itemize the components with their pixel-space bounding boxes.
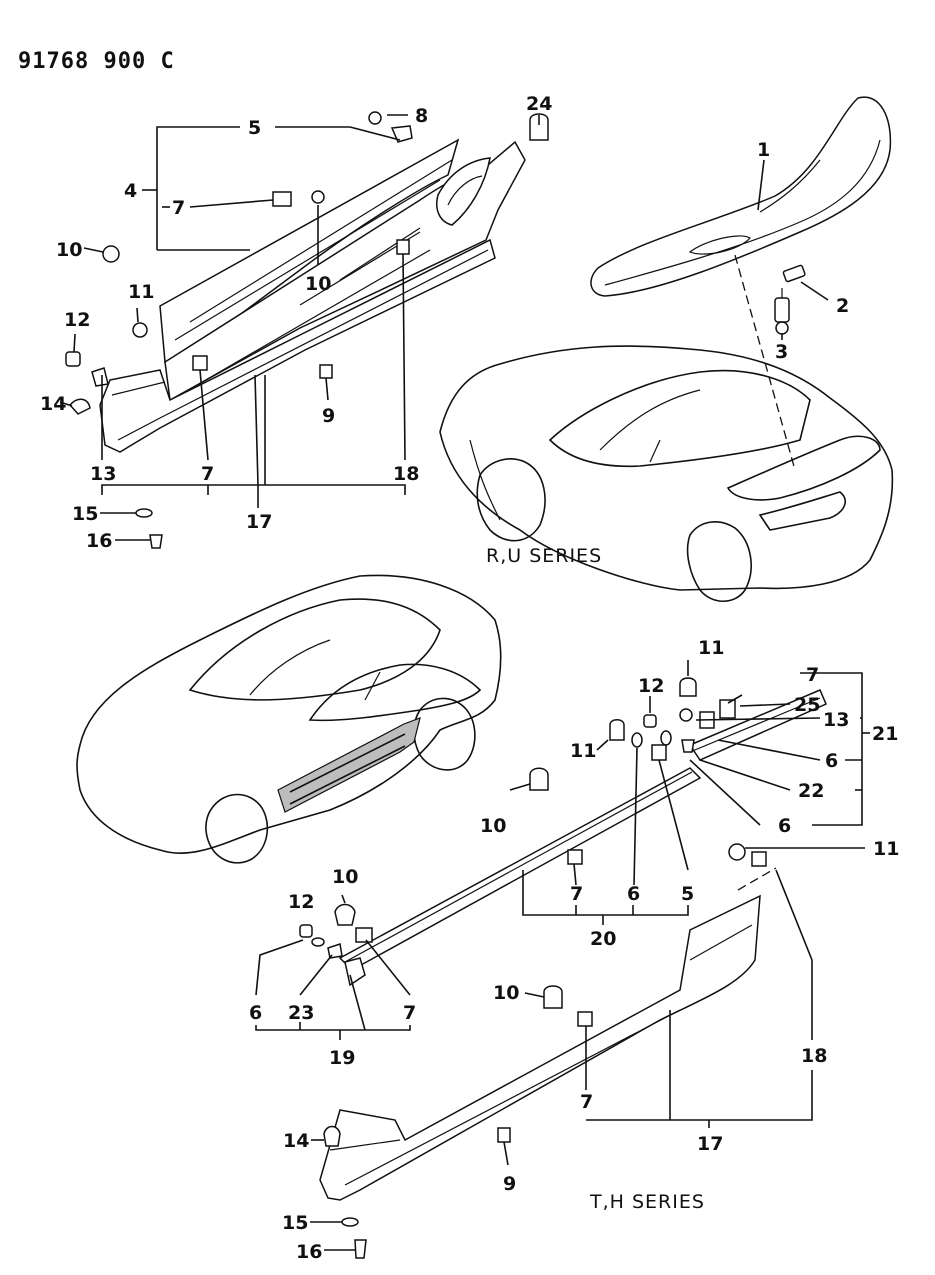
callout-6: 6	[778, 815, 791, 837]
callout-5: 5	[248, 117, 261, 139]
sill-molding	[338, 689, 827, 987]
callout-11: 11	[698, 637, 724, 659]
series-label-bottom: T,H SERIES	[589, 1191, 705, 1213]
top-clips	[65, 111, 549, 549]
callout-21: 21	[872, 723, 898, 745]
callout-4: 4	[124, 180, 137, 202]
side-skirt-top	[99, 238, 496, 453]
top-callout-lines	[59, 114, 829, 541]
callout-10: 10	[305, 273, 331, 295]
callout-17: 17	[246, 511, 272, 533]
callout-13: 13	[90, 463, 116, 485]
callout-12: 12	[64, 309, 90, 331]
callout-6: 6	[825, 750, 838, 772]
callout-18: 18	[801, 1045, 827, 1067]
callout-17: 17	[697, 1133, 723, 1155]
callout-10: 10	[332, 866, 358, 888]
callout-11: 11	[570, 740, 596, 762]
callout-11: 11	[873, 838, 899, 860]
callout-22: 22	[798, 780, 824, 802]
callout-15: 15	[72, 503, 98, 525]
side-garnish-rear	[164, 140, 526, 402]
top-callout-numbers: 5 8 24 1 4 7 10 10 2 3 11 12 9 14 13 7 1…	[40, 93, 849, 552]
skirt-leader	[737, 867, 777, 891]
callout-3: 3	[775, 341, 788, 363]
callout-25: 25	[794, 694, 820, 716]
callout-11: 11	[128, 281, 154, 303]
rear-spoiler-fasteners	[774, 264, 806, 335]
callout-7: 7	[570, 883, 583, 905]
bottom-clips	[299, 677, 767, 1259]
callout-8: 8	[415, 105, 428, 127]
side-skirt-bottom	[319, 894, 761, 1201]
callout-10: 10	[480, 815, 506, 837]
rear-spoiler	[590, 96, 892, 297]
callout-1: 1	[757, 139, 770, 161]
bottom-callout-lines	[255, 660, 870, 1251]
callout-18: 18	[393, 463, 419, 485]
callout-16: 16	[86, 530, 112, 552]
spoiler-leader	[734, 254, 796, 471]
series-label-top: R,U SERIES	[486, 545, 602, 567]
callout-7: 7	[806, 664, 819, 686]
callout-6: 6	[249, 1002, 262, 1024]
callout-15: 15	[282, 1212, 308, 1234]
callout-23: 23	[288, 1002, 314, 1024]
callout-16: 16	[296, 1241, 322, 1263]
callout-7: 7	[580, 1091, 593, 1113]
car-outline-rear	[439, 345, 894, 603]
callout-24: 24	[526, 93, 552, 115]
callout-12: 12	[638, 675, 664, 697]
callout-2: 2	[836, 295, 849, 317]
callout-10: 10	[56, 239, 82, 261]
callout-9: 9	[322, 405, 335, 427]
callout-13: 13	[823, 709, 849, 731]
car-side-garnish-highlight	[277, 717, 421, 813]
callout-9: 9	[503, 1173, 516, 1195]
callout-14: 14	[283, 1130, 309, 1152]
callout-5: 5	[681, 883, 694, 905]
callout-6: 6	[627, 883, 640, 905]
car-outline-front	[76, 574, 502, 864]
callout-7: 7	[172, 197, 185, 219]
callout-7: 7	[201, 463, 214, 485]
callout-14: 14	[40, 393, 66, 415]
callout-19: 19	[329, 1047, 355, 1069]
callout-20: 20	[590, 928, 616, 950]
callout-7: 7	[403, 1002, 416, 1024]
bottom-callout-numbers: 11 7 12 25 13 21 11 6 22 10 6 11 10 7 6 …	[249, 637, 899, 1263]
callout-12: 12	[288, 891, 314, 913]
side-garnish-front	[159, 138, 460, 363]
reference-number: 91768 900 C	[18, 49, 175, 74]
callout-10: 10	[493, 982, 519, 1004]
